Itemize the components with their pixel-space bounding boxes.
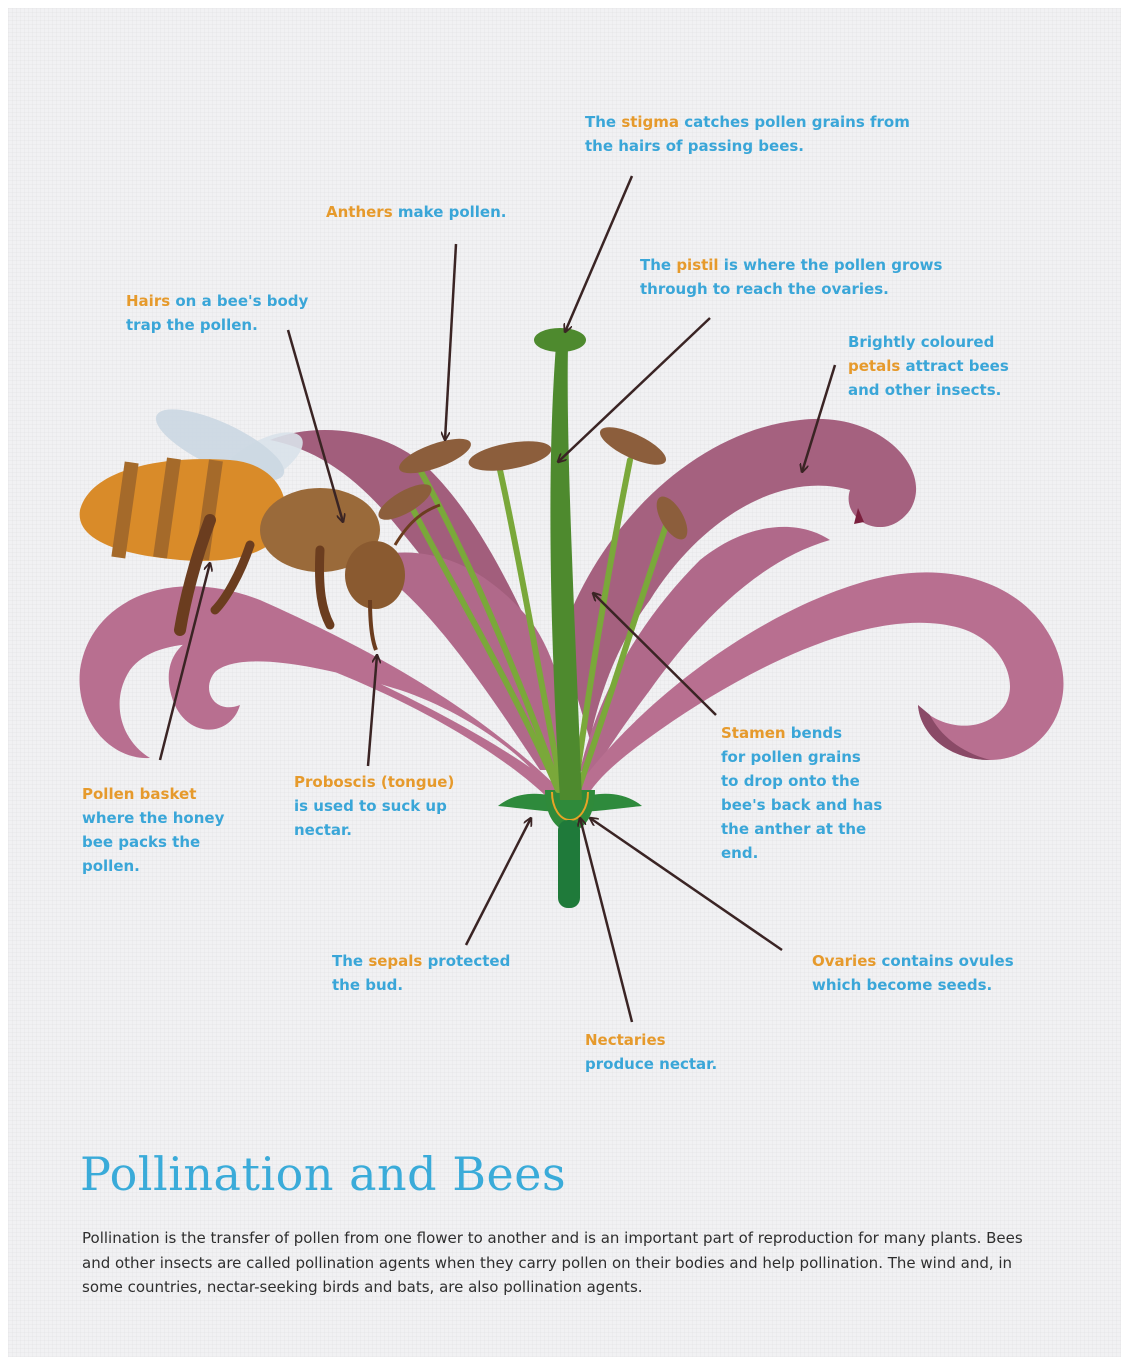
label-stamen: Stamen bends for pollen grains to drop o… [721,721,882,865]
flower-stem [558,820,580,908]
label-nectaries: Nectaries produce nectar. [585,1028,717,1076]
stigma [534,328,586,352]
label-ovaries: Ovaries contains ovules which become see… [812,949,1014,997]
label-stigma: The stigma catches pollen grains from th… [585,110,910,158]
label-sepals: The sepals protected the bud. [332,949,510,997]
page-title: Pollination and Bees [80,1147,566,1201]
label-proboscis: Proboscis (tongue) is used to suck up ne… [294,770,454,842]
label-petals: Brightly coloured petals attract bees an… [848,330,1009,402]
label-hairs: Hairs on a bee's body trap the pollen. [126,289,308,337]
body-paragraph: Pollination is the transfer of pollen fr… [82,1226,1047,1300]
label-pistil: The pistil is where the pollen grows thr… [640,253,942,301]
label-pollen-basket: Pollen basket where the honey bee packs … [82,782,224,878]
label-anthers: Anthers make pollen. [326,200,506,224]
